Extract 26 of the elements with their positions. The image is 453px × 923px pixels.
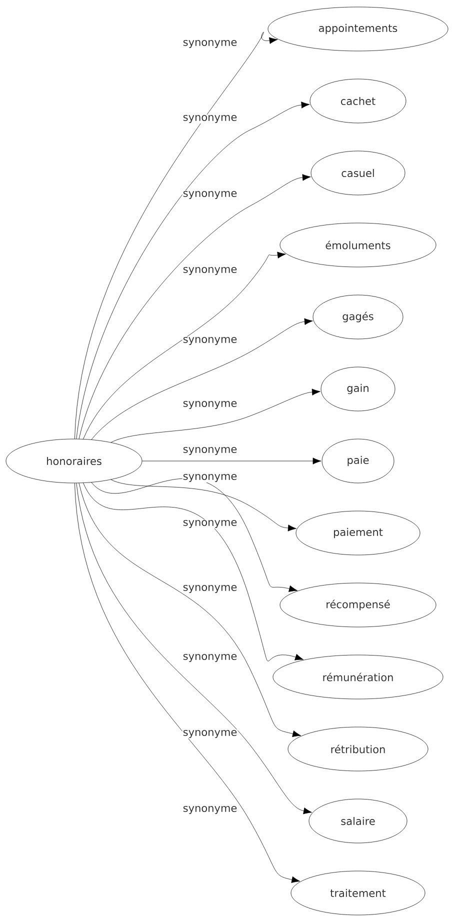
edge-label: synonyme xyxy=(182,266,238,276)
arrow xyxy=(76,483,312,814)
edge-label: synonyme xyxy=(182,114,238,124)
edge-label: synonyme xyxy=(182,584,238,594)
arrow xyxy=(74,483,300,883)
edge-label: synonyme xyxy=(182,400,238,410)
edge-label: synonyme xyxy=(182,729,238,739)
arrow xyxy=(78,482,302,738)
arrow xyxy=(83,252,286,440)
edge-label: synonyme xyxy=(182,336,238,346)
edge-label: synonyme xyxy=(182,519,238,529)
edge-label: synonyme xyxy=(182,473,238,483)
arrow xyxy=(91,318,313,440)
edge-label: synonyme xyxy=(182,446,238,456)
arrow xyxy=(110,388,320,443)
arrow xyxy=(142,458,322,464)
arrow xyxy=(74,32,278,439)
arrow xyxy=(91,478,298,592)
edge-label: synonyme xyxy=(182,39,238,49)
edge-label: synonyme xyxy=(182,805,238,815)
arrow xyxy=(110,479,296,532)
arrow xyxy=(76,102,310,440)
edge-label: synonyme xyxy=(182,653,238,663)
arrow xyxy=(78,174,311,440)
edge-label: synonyme xyxy=(182,190,238,200)
arrow xyxy=(83,482,304,662)
